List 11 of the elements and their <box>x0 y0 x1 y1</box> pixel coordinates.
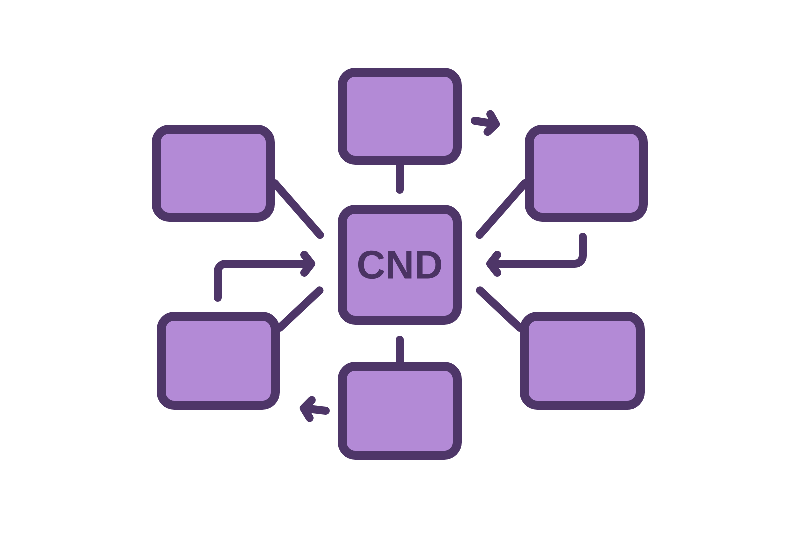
empty-box <box>520 312 645 410</box>
empty-box <box>338 362 462 460</box>
connector-line <box>476 286 524 332</box>
connector-line <box>276 286 324 332</box>
bent-arrow <box>214 251 316 302</box>
empty-box <box>525 125 648 222</box>
empty-box <box>338 68 462 165</box>
empty-box <box>152 125 275 222</box>
bent-arrow <box>486 233 587 277</box>
empty-box <box>157 312 280 410</box>
labeled-box: CND <box>338 205 462 325</box>
